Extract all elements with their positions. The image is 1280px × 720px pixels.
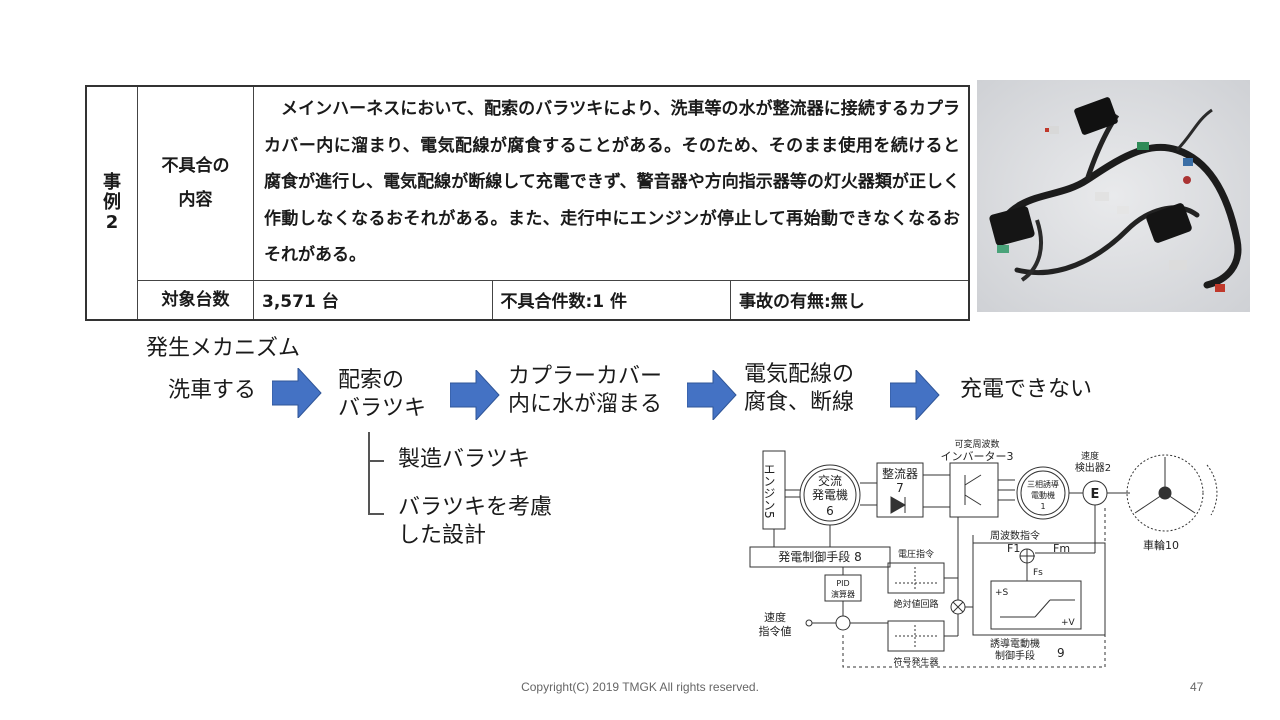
fm-label: Fm (1053, 542, 1070, 555)
fs-label: Fs (1033, 568, 1043, 578)
flow-step-routing: 配索の バラツキ (338, 367, 426, 423)
speed-detector-label-2: 検出器2 (1075, 461, 1111, 474)
page-number: 47 (1190, 680, 1204, 694)
gen-control-label: 発電制御手段 8 (778, 549, 861, 564)
flow-step-wash: 洗車する (168, 377, 256, 405)
motor-label-1: 三相誘導 (1027, 479, 1059, 489)
flow-step-line: カプラーカバー (508, 364, 663, 389)
flow-step-water: カプラーカバー 内に水が溜まる (508, 363, 662, 419)
motor-control-block (972, 542, 1106, 636)
cause-design: バラツキを考慮 した設計 (398, 494, 552, 550)
defect-table: 事 例 2 不具合の 内容 メインハーネスにおいて、配索のバラツキにより、洗車等… (85, 85, 970, 321)
flow-step-line: 洗車する (168, 378, 257, 403)
rectifier-label-1: 整流器 (882, 466, 918, 481)
freq-cmd-label: 周波数指令 (990, 529, 1040, 542)
wire-harness-illustration (977, 80, 1250, 312)
case-label-cell: 事 例 2 (85, 85, 138, 320)
e-symbol: E (1091, 487, 1100, 502)
defect-content: メインハーネスにおいて、配索のバラツキにより、洗車等の水が整流器に接続するカプラ… (253, 85, 970, 281)
flow-arrow-icon (450, 370, 500, 420)
flow-step-no-charge: 充電できない (960, 376, 1092, 404)
inverter-label-2: インバーター3 (941, 450, 1014, 463)
defect-label-cell: 不具合の 内容 (137, 85, 254, 281)
sign-gen-label: 符号発生器 (893, 656, 938, 668)
mechanism-title: 発生メカニズム (146, 336, 301, 361)
case-label-char: 事 (103, 171, 121, 193)
cause-manufacturing: 製造バラツキ (398, 446, 530, 474)
voltage-cmd-label: 電圧指令 (898, 548, 934, 560)
flow-arrow-icon (272, 368, 322, 418)
wheel-circle (1126, 454, 1204, 532)
alternator-label-2: 発電機 (812, 487, 848, 502)
rectifier-label-2: 7 (896, 481, 904, 495)
alternator-label-1: 交流 (818, 473, 842, 488)
control-block-diagram: エンジン5 交流 発電機 6 整流器 7 可変周波数 インバーター3 三相誘導 … (749, 438, 1218, 668)
case-label-char: 2 (105, 211, 119, 233)
wire-harness-photo (977, 80, 1250, 312)
inverter-label-1: 可変周波数 (954, 438, 999, 450)
inverter-block (949, 462, 999, 518)
copyright-footer: Copyright(C) 2019 TMGK All rights reserv… (521, 680, 759, 694)
cause-branch-line (368, 432, 370, 515)
flow-arrow-icon (890, 370, 940, 420)
count-value: 3,571 台 (253, 279, 493, 320)
engine-label: エンジン5 (762, 463, 776, 519)
motor-control-label-2: 制御手段 (995, 649, 1035, 662)
rectifier-block (876, 462, 924, 518)
f1-label: F1 (1007, 542, 1020, 555)
plus-v-label: +V (1061, 618, 1076, 628)
flow-step-line: バラツキ (338, 396, 427, 421)
abs-circuit-block (887, 562, 945, 594)
flow-step-line: 腐食、断線 (744, 390, 855, 415)
abs-circuit-label: 絶対値回路 (893, 598, 938, 610)
speed-sum-circle (835, 615, 851, 631)
alternator-label-3: 6 (826, 504, 834, 518)
flow-arrow-icon (687, 370, 737, 420)
count-label: 対象台数 (137, 279, 254, 320)
motor-control-number: 9 (1057, 646, 1065, 660)
cause-branch-tick (368, 513, 384, 515)
cause-line: 製造バラツキ (398, 447, 531, 472)
flow-step-corrosion: 電気配線の 腐食、断線 (744, 361, 854, 417)
motor-control-label-1: 誘導電動機 (990, 637, 1040, 650)
speed-detector-label-1: 速度 (1081, 450, 1099, 462)
wheel-label: 車輪10 (1143, 538, 1179, 552)
cause-line: バラツキを考慮 (398, 495, 553, 520)
speed-cmd-label-1: 速度 (764, 610, 786, 624)
gen-control-block (749, 546, 891, 568)
case-label-char: 例 (103, 191, 121, 213)
pid-label-1: PID (836, 579, 849, 588)
accident-status: 事故の有無:無し (730, 279, 970, 320)
defect-count: 不具合件数:1 件 (491, 279, 731, 320)
defect-label-line: 内容 (178, 190, 213, 211)
flow-step-line: 電気配線の (744, 362, 855, 387)
flow-step-line: 内に水が溜まる (508, 392, 663, 417)
pid-label-2: 演算器 (831, 589, 855, 599)
cause-branch-tick (368, 460, 384, 462)
motor-label-3: 1 (1040, 502, 1045, 511)
defect-label-line: 不具合の (161, 156, 230, 177)
cause-line: した設計 (398, 523, 487, 548)
flow-step-line: 充電できない (960, 377, 1093, 402)
flow-step-line: 配索の (338, 368, 405, 393)
motor-label-2: 電動機 (1031, 490, 1055, 500)
speed-cmd-label-2: 指令値 (759, 624, 792, 638)
plus-s-label: +S (995, 588, 1009, 598)
